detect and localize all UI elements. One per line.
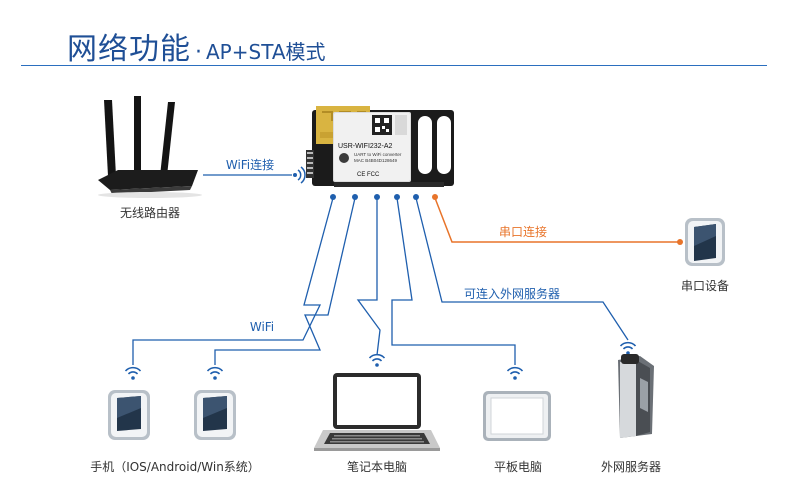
endpoint-dot — [374, 194, 380, 200]
wifi-icon — [124, 366, 142, 380]
wifi-icon — [206, 366, 224, 380]
title-sub: AP+STA模式 — [206, 40, 326, 64]
title-main: 网络功能 — [67, 32, 191, 67]
phone-label: 手机（IOS/Android/Win系统） — [90, 460, 260, 474]
wifi-connect-label: WiFi连接 — [225, 158, 275, 172]
router-icon — [98, 96, 202, 198]
device-wifi-icons — [124, 341, 637, 380]
title-dot: · — [195, 40, 202, 65]
wifi-icon — [506, 366, 524, 380]
module-endpoint-dots — [330, 194, 683, 245]
laptop-label: 笔记本电脑 — [346, 460, 408, 474]
wifi-signal-icon — [293, 166, 306, 184]
endpoint-dot — [432, 194, 438, 200]
serial-device-label: 串口设备 — [680, 279, 730, 293]
phone-image — [108, 390, 150, 440]
wifi-label: WiFi — [249, 320, 275, 334]
phone2-line — [214, 197, 356, 365]
endpoint-dot — [394, 194, 400, 200]
server-line — [415, 197, 629, 341]
page-title: 网络功能 · AP+STA模式 — [67, 24, 326, 67]
module-cert-text: CE FCC — [357, 172, 380, 178]
server-label: 外网服务器 — [600, 460, 662, 474]
tablet-line — [391, 197, 516, 365]
tablet-label: 平板电脑 — [493, 460, 543, 474]
endpoint-dot — [413, 194, 419, 200]
tablet-image — [483, 391, 551, 441]
endpoint-dot — [330, 194, 336, 200]
wifi-icon — [619, 341, 637, 355]
wifi-icon — [368, 353, 386, 367]
phone-image — [194, 390, 236, 440]
module-desc-text: UART to WiFi converter — [354, 152, 402, 157]
router-label: 无线路由器 — [119, 206, 181, 220]
laptop-image — [314, 373, 440, 451]
serial-connect-label: 串口连接 — [498, 225, 548, 239]
laptop-line — [356, 198, 381, 356]
module-model-text: USR-WIFI232-A2 — [338, 143, 393, 150]
wifi-connection-lines — [132, 174, 629, 365]
serial-connection-line — [434, 197, 680, 243]
endpoint-dot — [352, 194, 358, 200]
module-mac-text: MAC B4B04D128649 — [354, 158, 398, 163]
server-image — [618, 354, 654, 438]
external-network-label: 可连入外网服务器 — [463, 287, 561, 301]
serial-device-image — [685, 218, 725, 266]
endpoint-dot — [677, 239, 683, 245]
phone1-line — [132, 197, 334, 365]
wifi-module-image: USR-WIFI232-A2 UART to WiFi converter MA… — [306, 106, 454, 187]
title-divider — [21, 65, 767, 66]
